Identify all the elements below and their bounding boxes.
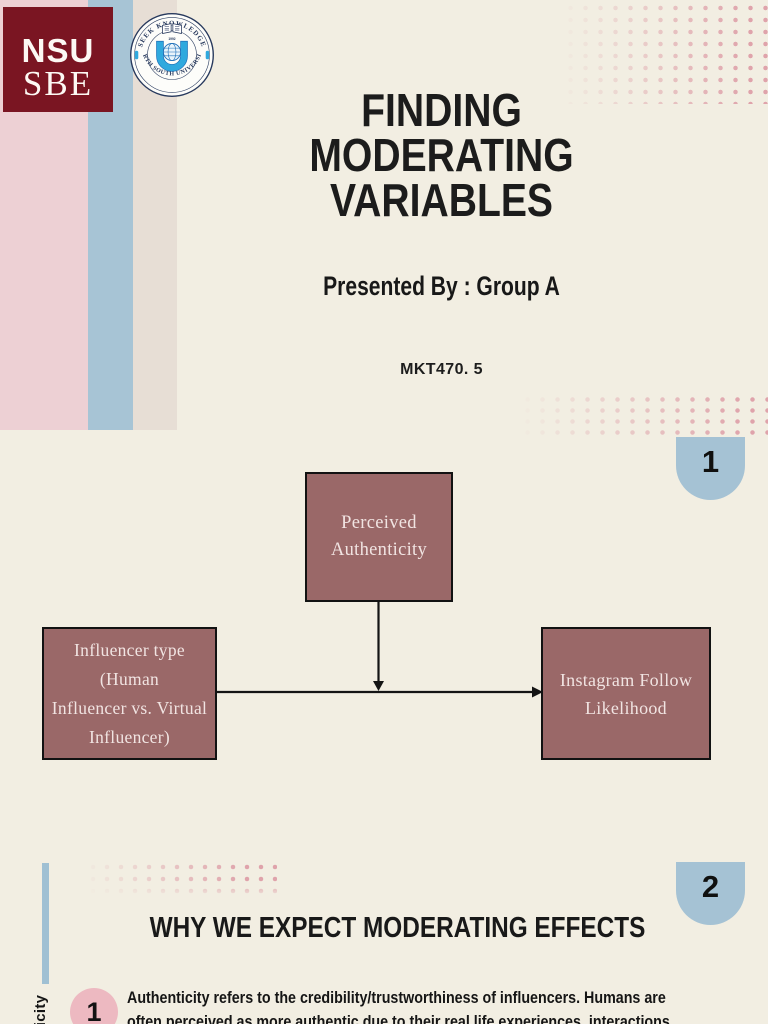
slide-title: FINDING MODERATING VARIABLES (164, 84, 719, 226)
independent-line-3: Influencer vs. Virtual (51, 697, 208, 718)
page-badge-2-number: 2 (701, 869, 720, 904)
title-line-2: MODERATING (309, 129, 574, 181)
list-item-text: Authenticity refers to the credibility/t… (127, 986, 747, 1024)
side-label-authenticity: Authenticity (32, 995, 49, 1024)
seal-book-icon (162, 23, 182, 34)
dot-pattern-mid-right (505, 394, 768, 437)
nsu-sbe-logo: NSU SBE (3, 7, 113, 112)
nsu-logo-text: NSU (21, 31, 95, 69)
seal-year: 1992 (168, 37, 175, 41)
body-line-2: often perceived as more authentic due to… (127, 1012, 670, 1024)
dot-pattern-section2 (72, 861, 277, 900)
moderator-line-2: Authenticity (330, 540, 428, 560)
seal-u-icon (156, 40, 188, 72)
independent-line-1: Influencer type (74, 639, 185, 660)
page-badge-1-number: 1 (701, 444, 720, 479)
diagram-box-influencer-type: Influencer type (Human Influencer vs. Vi… (42, 627, 217, 760)
decor-vertical-bar (42, 863, 49, 984)
body-line-1: Authenticity refers to the credibility/t… (127, 988, 666, 1007)
slide-subtitle: Presented By : Group A (323, 271, 560, 301)
sbe-logo-text: SBE (22, 63, 94, 103)
dependent-line-2: Likelihood (585, 697, 667, 718)
page-badge-1: 1 (676, 437, 745, 500)
moderator-line-1: Perceived (341, 513, 417, 533)
seal-side-mark-left (134, 50, 139, 60)
independent-line-4: Influencer) (88, 726, 171, 747)
course-code: MKT470. 5 (400, 361, 483, 378)
title-line-1: FINDING (361, 84, 522, 136)
section-heading: WHY WE EXPECT MODERATING EFFECTS (149, 912, 646, 944)
list-item-number: 1 (86, 996, 102, 1024)
diagram-box-instagram-follow: Instagram Follow Likelihood (541, 627, 711, 760)
title-line-3: VARIABLES (329, 174, 554, 226)
independent-line-2: (Human (99, 668, 160, 689)
diagram-box-perceived-authenticity: Perceived Authenticity (305, 472, 453, 602)
page-badge-2: 2 (676, 862, 745, 925)
dependent-line-1: Instagram Follow (559, 669, 693, 690)
seal-side-mark-right (205, 50, 210, 60)
dot-pattern-top-right (548, 2, 768, 104)
university-seal-icon: SEEK KNOWLEDGE NORTH SOUTH UNIVERSITY 19… (129, 12, 214, 97)
list-item-number-badge: 1 (70, 988, 118, 1024)
